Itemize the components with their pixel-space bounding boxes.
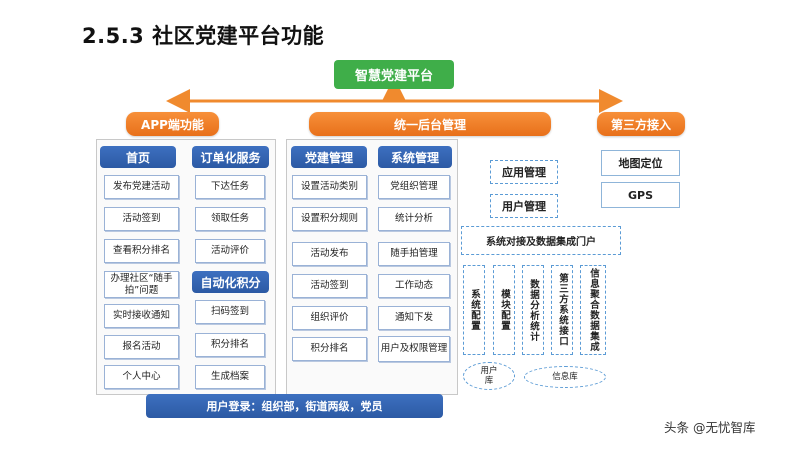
app-item: 发布党建活动 (104, 175, 179, 199)
party-item: 设置积分规则 (292, 207, 367, 231)
category-app: APP端功能 (126, 112, 219, 136)
app-item: 实时接收通知 (104, 304, 179, 328)
watermark: 头条 @无忧智库 (664, 420, 756, 435)
app-item: 报名活动 (104, 335, 179, 359)
third-party-item: 地图定位 (601, 150, 680, 176)
system-item: 用户及权限管理 (378, 336, 450, 362)
user-db-ellipse: 用户库 (463, 362, 515, 390)
system-item: 统计分析 (378, 207, 450, 231)
party-item: 设置活动类别 (292, 175, 367, 199)
app-item: 查看积分排名 (104, 239, 179, 263)
party-item: 积分排名 (292, 337, 367, 361)
user-management-box: 用户管理 (490, 194, 558, 218)
system-item: 通知下发 (378, 306, 450, 330)
info-db-ellipse: 信息库 (524, 366, 606, 388)
integration-portal-box: 系统对接及数据集成门户 (461, 226, 621, 255)
home-header: 首页 (100, 146, 176, 168)
page-title: 2.5.3 社区党建平台功能 (82, 24, 325, 48)
platform-node: 智慧党建平台 (334, 60, 454, 89)
order-item: 活动评价 (195, 239, 265, 263)
party-mgmt-header: 党建管理 (291, 146, 367, 168)
user-db-label: 用户库 (480, 366, 498, 386)
app-item: 个人中心 (104, 365, 179, 389)
points-item: 积分排名 (195, 333, 265, 357)
portal-column: 数据分析统计 (522, 265, 544, 355)
portal-column: 第三方系统接口 (551, 265, 573, 355)
portal-column: 模块配置 (493, 265, 515, 355)
system-item: 随手拍管理 (378, 242, 450, 266)
app-item: 活动签到 (104, 207, 179, 231)
portal-column: 信息聚合数据集成 (580, 265, 606, 355)
system-item: 工作动态 (378, 274, 450, 298)
category-third-party: 第三方接入 (597, 112, 685, 136)
third-party-item: GPS (601, 182, 680, 208)
category-unified-backend: 统一后台管理 (309, 112, 551, 136)
party-item: 活动发布 (292, 242, 367, 266)
points-item: 扫码签到 (195, 300, 265, 324)
points-item: 生成档案 (195, 365, 265, 389)
system-mgmt-header: 系统管理 (378, 146, 452, 168)
party-item: 组织评价 (292, 306, 367, 330)
order-item: 领取任务 (195, 207, 265, 231)
order-item: 下达任务 (195, 175, 265, 199)
party-item: 活动签到 (292, 274, 367, 298)
user-login-bar: 用户登录：组织部，街道两级，党员 (146, 394, 443, 418)
app-item: 办理社区“随手拍”问题 (104, 271, 179, 298)
system-item: 党组织管理 (378, 175, 450, 199)
portal-column: 系统配置 (463, 265, 485, 355)
info-db-label: 信息库 (552, 372, 578, 382)
app-management-box: 应用管理 (490, 160, 558, 184)
order-service-header: 订单化服务 (192, 146, 269, 168)
auto-points-header: 自动化积分 (192, 271, 269, 293)
